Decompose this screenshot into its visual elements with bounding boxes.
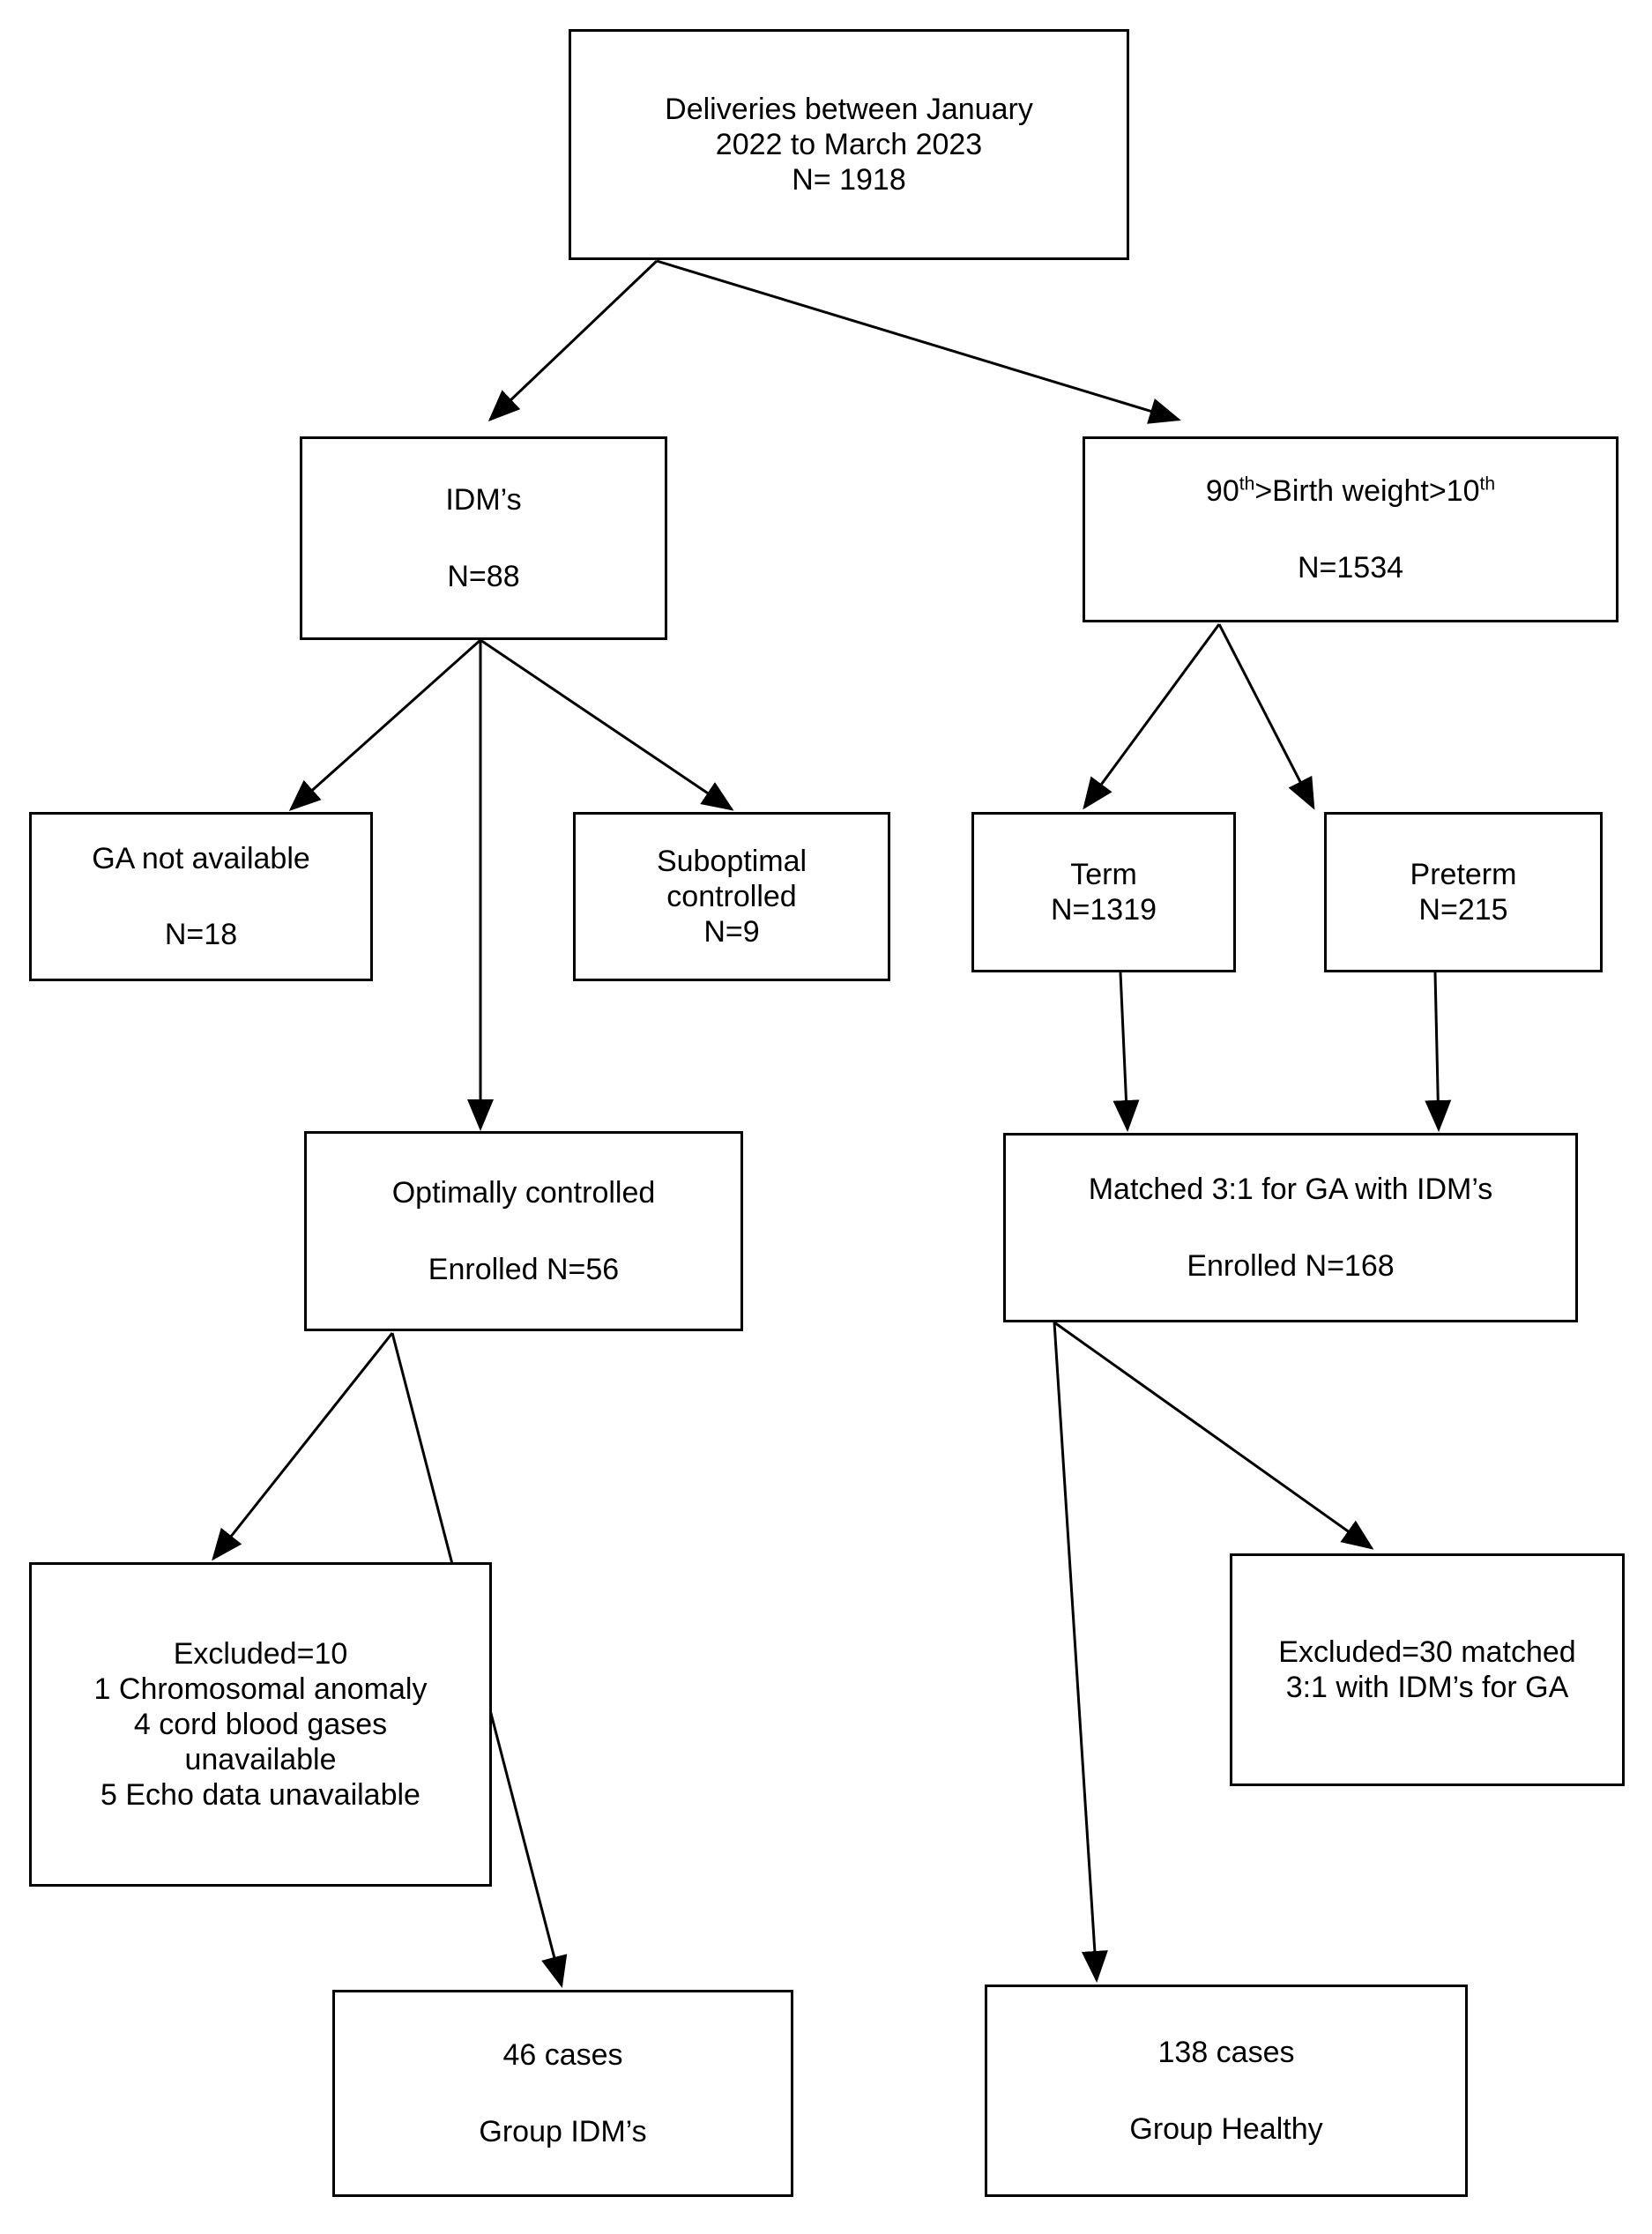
node-deliveries-line1: Deliveries between January	[665, 92, 1033, 126]
node-ga-not-available-line1: GA not available	[92, 841, 310, 875]
node-group-idms-line1: 46 cases	[502, 2038, 623, 2073]
connector-term-to-matched	[1112, 972, 1140, 1132]
node-idms-line2: N=88	[447, 559, 520, 593]
node-suboptimal-controlled[interactable]: Suboptimal controlled N=9	[573, 812, 890, 981]
connector-deliveries-to-birthweight	[656, 259, 1181, 424]
connector-birthweight-to-preterm	[1217, 623, 1315, 810]
connector-deliveries-to-idms	[487, 259, 659, 422]
node-excluded-right-line1: Excluded=30 matched	[1278, 1635, 1576, 1669]
node-matched-line2: Enrolled N=168	[1187, 1248, 1395, 1283]
node-suboptimal-line3: N=9	[703, 915, 760, 949]
node-deliveries-line2: 2022 to March 2023	[715, 127, 983, 161]
node-term[interactable]: Term N=1319	[971, 812, 1236, 972]
node-group-healthy[interactable]: 138 cases Group Healthy	[985, 1985, 1468, 2197]
connector-birthweight-to-term	[1083, 623, 1221, 810]
node-excluded-left-line4: unavailable	[184, 1743, 337, 1777]
node-matched[interactable]: Matched 3:1 for GA with IDM’s Enrolled N…	[1003, 1133, 1578, 1322]
node-preterm-line2: N=215	[1418, 893, 1508, 927]
node-birth-weight-mid: >Birth weight>10	[1254, 474, 1480, 509]
node-idms-line1: IDM’s	[445, 483, 522, 518]
node-ga-not-available-line2: N=18	[164, 918, 238, 951]
node-birth-weight-sup2: th	[1479, 474, 1496, 495]
connector-optimally-to-excluded-left	[212, 1332, 394, 1561]
node-deliveries[interactable]: Deliveries between January 2022 to March…	[569, 29, 1129, 260]
node-group-healthy-line1: 138 cases	[1157, 2036, 1295, 2070]
node-matched-line1: Matched 3:1 for GA with IDM’s	[1088, 1173, 1493, 1207]
node-suboptimal-line1: Suboptimal	[656, 844, 807, 878]
node-excluded-left[interactable]: Excluded=10 1 Chromosomal anomaly 4 cord…	[29, 1562, 492, 1887]
node-preterm-line1: Preterm	[1410, 857, 1517, 891]
node-excluded-left-line5: 5 Echo data unavailable	[100, 1778, 420, 1813]
node-group-healthy-line2: Group Healthy	[1129, 2111, 1323, 2146]
node-birth-weight-line1: 90th>Birth weight>10th	[1206, 473, 1495, 509]
node-excluded-left-line1: Excluded=10	[173, 1636, 348, 1671]
node-ga-not-available[interactable]: GA not available N=18	[29, 812, 373, 981]
node-excluded-right[interactable]: Excluded=30 matched 3:1 with IDM’s for G…	[1230, 1553, 1625, 1786]
node-excluded-left-line2: 1 Chromosomal anomaly	[93, 1672, 428, 1706]
node-excluded-right-line2: 3:1 with IDM’s for GA	[1285, 1671, 1569, 1704]
node-group-idms[interactable]: 46 cases Group IDM’s	[332, 1990, 793, 2197]
connector-preterm-to-matched	[1425, 972, 1452, 1132]
node-optimally-line2: Enrolled N=56	[428, 1252, 620, 1286]
node-birth-weight[interactable]: 90th>Birth weight>10th N=1534	[1083, 436, 1619, 622]
node-group-idms-line2: Group IDM’s	[479, 2114, 647, 2148]
node-preterm[interactable]: Preterm N=215	[1324, 812, 1603, 972]
node-optimally-line1: Optimally controlled	[391, 1176, 656, 1210]
connector-idms-to-ga-not-available	[288, 638, 481, 811]
node-optimally-controlled[interactable]: Optimally controlled Enrolled N=56	[304, 1131, 743, 1331]
node-idms[interactable]: IDM’s N=88	[300, 436, 667, 640]
node-deliveries-line3: N= 1918	[792, 163, 906, 197]
connector-matched-to-excluded-right	[1053, 1321, 1374, 1550]
node-term-line2: N=1319	[1050, 893, 1157, 927]
node-birth-weight-pre: 90	[1205, 474, 1239, 509]
node-excluded-left-line3: 4 cord blood gases	[133, 1707, 388, 1741]
node-suboptimal-line2: controlled	[666, 879, 797, 913]
node-birth-weight-line2: N=1534	[1297, 550, 1404, 585]
connector-matched-to-group-healthy	[1053, 1322, 1108, 1983]
node-birth-weight-sup1: th	[1239, 474, 1255, 495]
node-term-line1: Term	[1070, 857, 1137, 891]
connector-idms-to-suboptimal	[480, 638, 734, 811]
